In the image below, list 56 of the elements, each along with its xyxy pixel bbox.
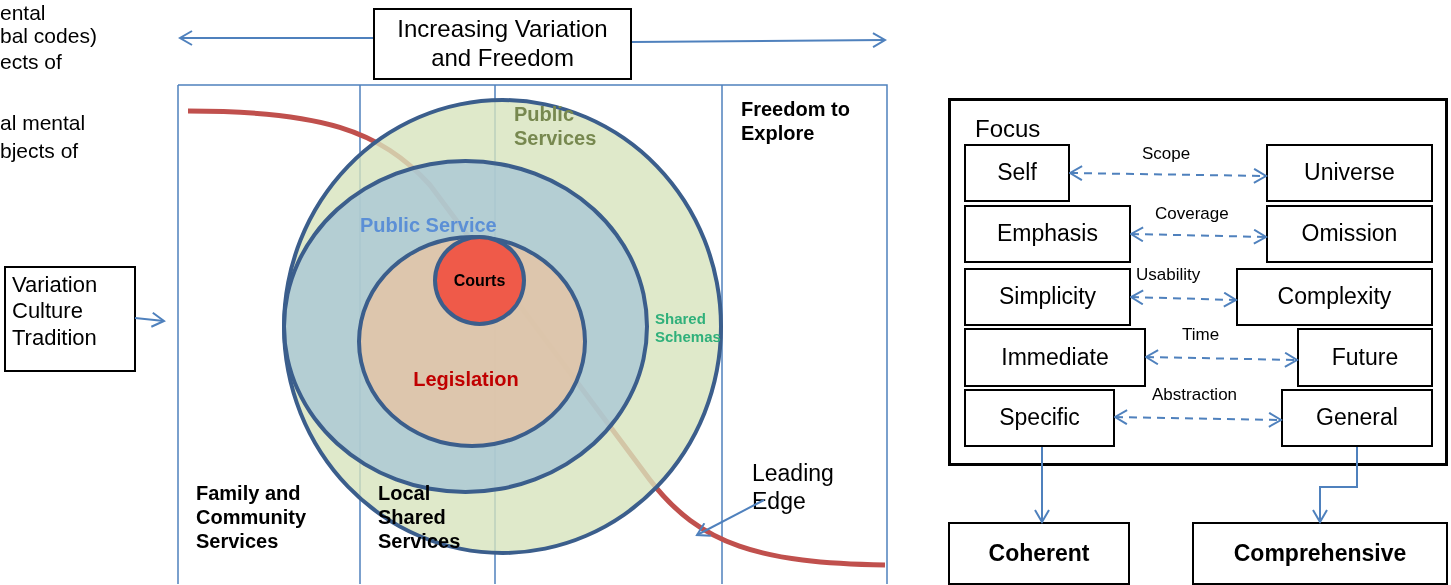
concept-box: [964, 144, 1070, 202]
circle-label: Public Service: [360, 213, 498, 237]
concept-box: [1236, 268, 1433, 326]
edge-label: Scope: [1140, 144, 1193, 165]
node-label: Immediate: [1001, 343, 1109, 372]
circle-label: Legislation: [412, 367, 520, 391]
arrow: [134, 311, 165, 328]
node-label: Specific: [999, 404, 1080, 432]
edge-label: Coverage: [1153, 204, 1231, 225]
label-box: [4, 266, 136, 372]
node-label: Omission: [1301, 220, 1398, 248]
circle-label: Courts: [453, 270, 506, 291]
node-label: Focus: [975, 115, 1042, 144]
node-label: Leading Edge: [752, 460, 835, 516]
note-text: ects of: [0, 49, 62, 75]
note-text: bjects of: [0, 138, 79, 164]
edge-label: Usability: [1134, 265, 1203, 286]
note-text: al mental: [0, 110, 86, 136]
title-box: [373, 8, 632, 80]
node-label: Emphasis: [997, 220, 1098, 248]
result-box: [948, 522, 1130, 585]
node-label: General: [1316, 404, 1398, 432]
circle-label: Public Services: [514, 102, 598, 150]
arrow: [1069, 165, 1267, 184]
arrow: [1130, 289, 1237, 308]
node-label: Self: [997, 159, 1037, 187]
note-text: ental: [0, 0, 46, 26]
arrow: [1130, 226, 1267, 245]
concept-box: [1266, 205, 1433, 263]
node-label: Universe: [1304, 159, 1395, 187]
arrow: [1312, 446, 1358, 523]
arrow: [1034, 446, 1050, 523]
arrow: [696, 499, 765, 537]
concept-box: [964, 205, 1131, 263]
concept-box: [1266, 144, 1433, 202]
concept-box: [1281, 389, 1433, 447]
concept-box: [964, 389, 1115, 447]
concept-box: [1297, 328, 1433, 387]
note-text: bal codes): [0, 23, 97, 49]
node-label: Future: [1331, 343, 1399, 372]
arrow: [1145, 349, 1298, 368]
concept-box: [964, 328, 1146, 387]
node-label: Complexity: [1277, 283, 1392, 311]
node-label: Simplicity: [998, 283, 1097, 311]
node-label: Coherent: [988, 539, 1090, 568]
focus-frame: [948, 98, 1448, 466]
concept-box: [964, 268, 1131, 326]
result-box: [1192, 522, 1448, 585]
column-heading: Family and Community Services: [196, 481, 307, 553]
node-label: Comprehensive: [1233, 539, 1407, 568]
arrow: [631, 32, 886, 49]
arrow: [179, 30, 374, 46]
arrow: [1114, 409, 1282, 428]
column-heading: Freedom to Explore: [741, 97, 851, 145]
node-label: Variation Culture Tradition: [12, 272, 99, 352]
node-label: Increasing Variation and Freedom: [396, 15, 609, 73]
